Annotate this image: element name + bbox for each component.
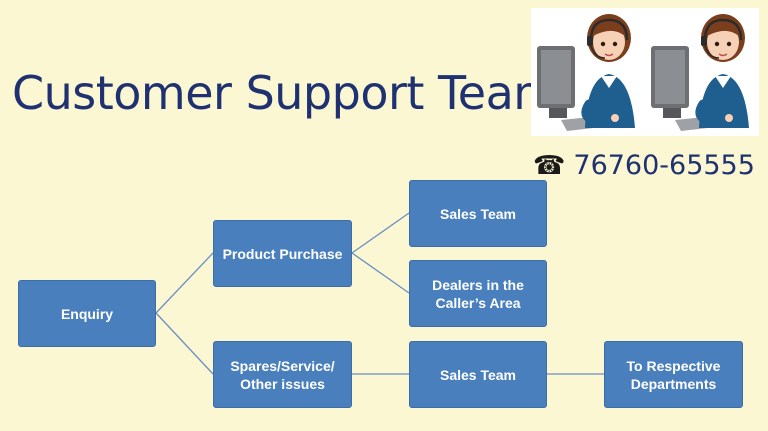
node-dealers: Dealers in the Caller’s Area — [409, 260, 547, 327]
node-sales-team-1: Sales Team — [409, 180, 547, 247]
agent-right — [651, 14, 749, 131]
link-product-sales — [351, 212, 410, 254]
link-enquiry-product — [155, 252, 214, 314]
page-title: Customer Support Team — [12, 66, 558, 120]
link-enquiry-spares — [155, 312, 214, 375]
node-spares-service: Spares/Service/ Other issues — [213, 341, 352, 408]
node-sales-team-2: Sales Team — [409, 341, 547, 408]
agent-left — [537, 14, 635, 131]
node-departments: To Respective Departments — [604, 341, 743, 408]
node-product-purchase: Product Purchase — [213, 220, 352, 287]
phone-number: 76760-65555 — [573, 150, 755, 181]
link-product-dealers — [351, 252, 410, 294]
support-agents-illustration — [531, 8, 759, 136]
telephone-icon: ☎ — [533, 150, 566, 181]
phone-contact: ☎ 76760-65555 — [533, 150, 755, 181]
node-enquiry: Enquiry — [18, 280, 156, 347]
